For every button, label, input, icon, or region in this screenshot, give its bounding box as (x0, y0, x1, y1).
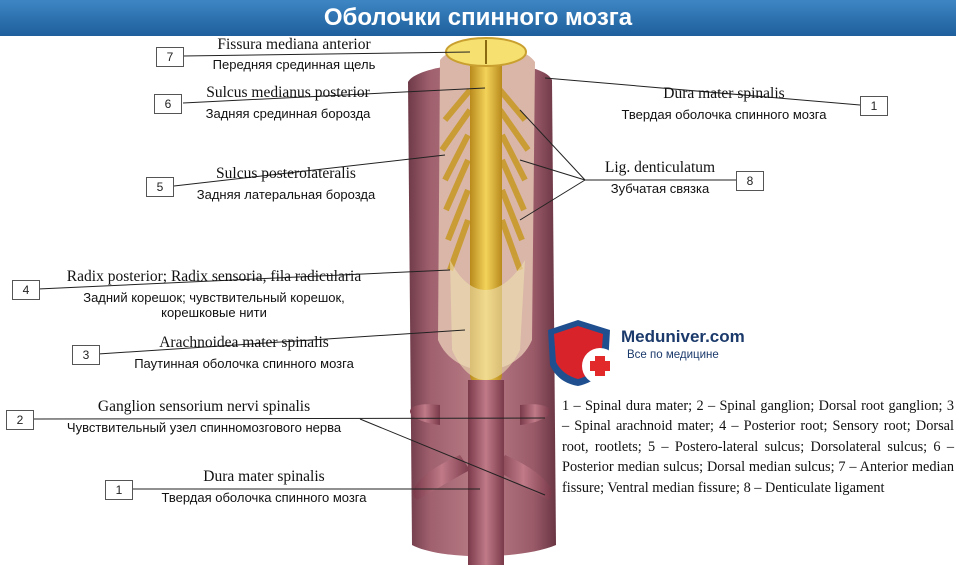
right-label-number-8: 8 (736, 171, 764, 191)
spinal-nerve-right (520, 404, 550, 425)
label-5-russian: Задняя латеральная борозда (196, 187, 376, 202)
label-number-7: 7 (156, 47, 184, 67)
label-number-1: 1 (105, 480, 133, 500)
nerve-root-lower-right (495, 455, 552, 500)
label-number-6: 6 (154, 94, 182, 114)
right-label-number-1: 1 (860, 96, 888, 116)
label-7-russian: Передняя срединная щель (212, 57, 376, 72)
label-7-latin: Fissura mediana anterior (217, 36, 371, 53)
label-number-2: 2 (6, 410, 34, 430)
right-label-8-russian: Зубчатая связка (610, 181, 710, 196)
right-label-1-latin: Dura mater spinalis (663, 85, 785, 102)
spinal-nerve-left (410, 404, 440, 425)
meduniver-logo-icon (548, 320, 618, 386)
filum-terminale (468, 380, 504, 565)
label-4-russian: Задний корешок; чувствительный корешок, (83, 290, 345, 305)
posterior-roots (439, 88, 531, 272)
title-bar (0, 0, 956, 36)
label-number-4: 4 (12, 280, 40, 300)
right-label-1-russian: Твердая оболочка спинного мозга (621, 107, 827, 122)
label-3-latin: Arachnoidea mater spinalis (159, 334, 329, 351)
label-3-russian: Паутинная оболочка спинного мозга (134, 356, 354, 371)
label-5-latin: Sulcus posterolateralis (216, 165, 356, 182)
label-6-russian: Задняя срединная борозда (205, 106, 371, 121)
label-4-russian-line2: корешковые нити (161, 305, 267, 320)
label-4-latin: Radix posterior; Radix sensoria, fila ra… (66, 268, 362, 285)
right-label-8-latin: Lig. denticulatum (604, 159, 716, 176)
label-2-russian: Чувствительный узел спинномозгового нерв… (66, 420, 342, 435)
label-number-3: 3 (72, 345, 100, 365)
label-1-russian: Твердая оболочка спинного мозга (161, 490, 367, 505)
label-1-latin: Dura mater spinalis (203, 468, 325, 485)
arachnoid-veil (450, 260, 525, 380)
label-number-5: 5 (146, 177, 174, 197)
label-2-latin: Ganglion sensorium nervi spinalis (97, 398, 311, 415)
label-6-latin: Sulcus medianus posterior (206, 84, 370, 101)
logo-tagline: Все по медицине (627, 349, 719, 361)
legend-text: 1 – Spinal dura mater; 2 – Spinal gangli… (562, 398, 954, 496)
logo-name: Meduniver.com (621, 327, 745, 346)
page-title: Оболочки спинного мозга (323, 4, 633, 31)
